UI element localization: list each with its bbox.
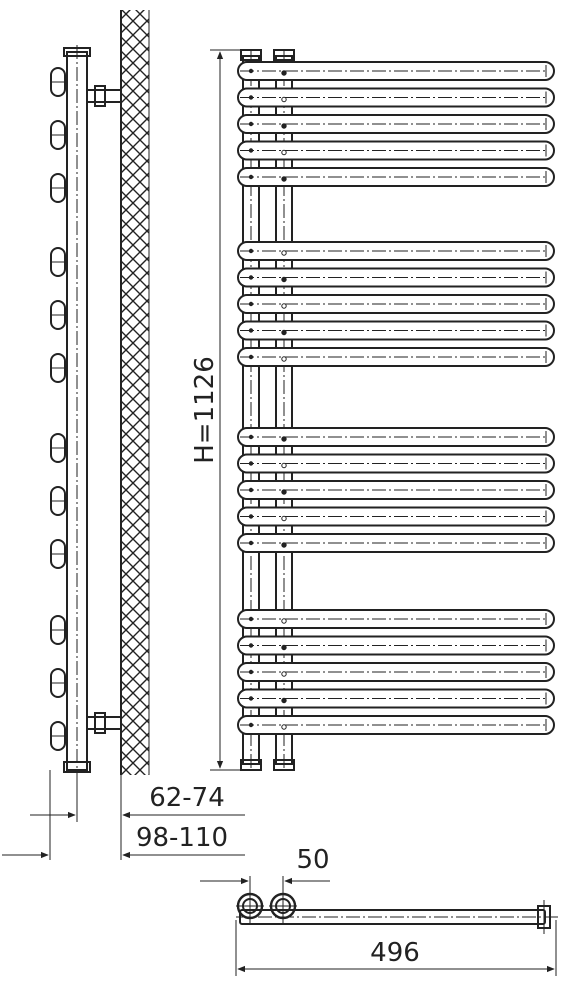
wall-hatching [121, 10, 149, 775]
width-label: 496 [370, 938, 420, 968]
side-bar-cap-11 [50, 433, 67, 463]
front-view: H=1126 [190, 49, 555, 771]
heating-bar-3 [237, 114, 555, 134]
heating-bar-2 [237, 87, 555, 108]
heating-bar-17 [237, 635, 555, 656]
heating-bar-5 [237, 167, 555, 187]
heating-bar-16 [237, 609, 555, 629]
heating-bar-13 [237, 480, 555, 500]
height-label: H=1126 [190, 356, 220, 464]
side-bar-cap-13 [50, 486, 67, 516]
pipe-spacing-label: 50 [296, 845, 329, 875]
side-bar-cap-6 [50, 247, 67, 277]
heating-bar-14 [237, 506, 555, 527]
heating-bar-10 [237, 347, 555, 367]
heating-bar-4 [237, 140, 555, 161]
heating-bar-1 [237, 61, 555, 81]
heating-bar-12 [237, 453, 555, 474]
side-bar-cap-1 [50, 67, 67, 97]
heating-bar-6 [237, 241, 555, 261]
height-dimension: H=1126 [190, 49, 262, 771]
side-bar-end-caps [50, 67, 67, 751]
wall-bracket-bottom [86, 712, 122, 734]
side-bar-cap-20 [50, 721, 67, 751]
heating-bar-8 [237, 294, 555, 314]
heating-bar-9 [237, 320, 555, 341]
heating-bar-20 [237, 715, 555, 735]
side-bar-cap-18 [50, 668, 67, 698]
side-bar-cap-5 [50, 173, 67, 203]
depth-dimensions: 62-74 98-110 [2, 770, 245, 860]
heating-bar-19 [237, 688, 555, 709]
side-bar-cap-10 [50, 353, 67, 383]
side-bar-cap-8 [50, 300, 67, 330]
heating-bar-18 [237, 662, 555, 682]
wall-offset-label-2: 98-110 [136, 823, 228, 853]
side-bar-cap-3 [50, 120, 67, 150]
heating-bar-15 [237, 533, 555, 553]
front-heating-bars [237, 61, 555, 735]
wall-offset-label-1: 62-74 [149, 783, 225, 813]
heating-bar-7 [237, 267, 555, 288]
wall-bracket-top [86, 85, 122, 107]
side-bar-cap-15 [50, 539, 67, 569]
top-view: 50 496 [200, 845, 560, 976]
side-view [50, 10, 150, 780]
side-bar-cap-16 [50, 615, 67, 645]
heating-bar-11 [237, 427, 555, 447]
